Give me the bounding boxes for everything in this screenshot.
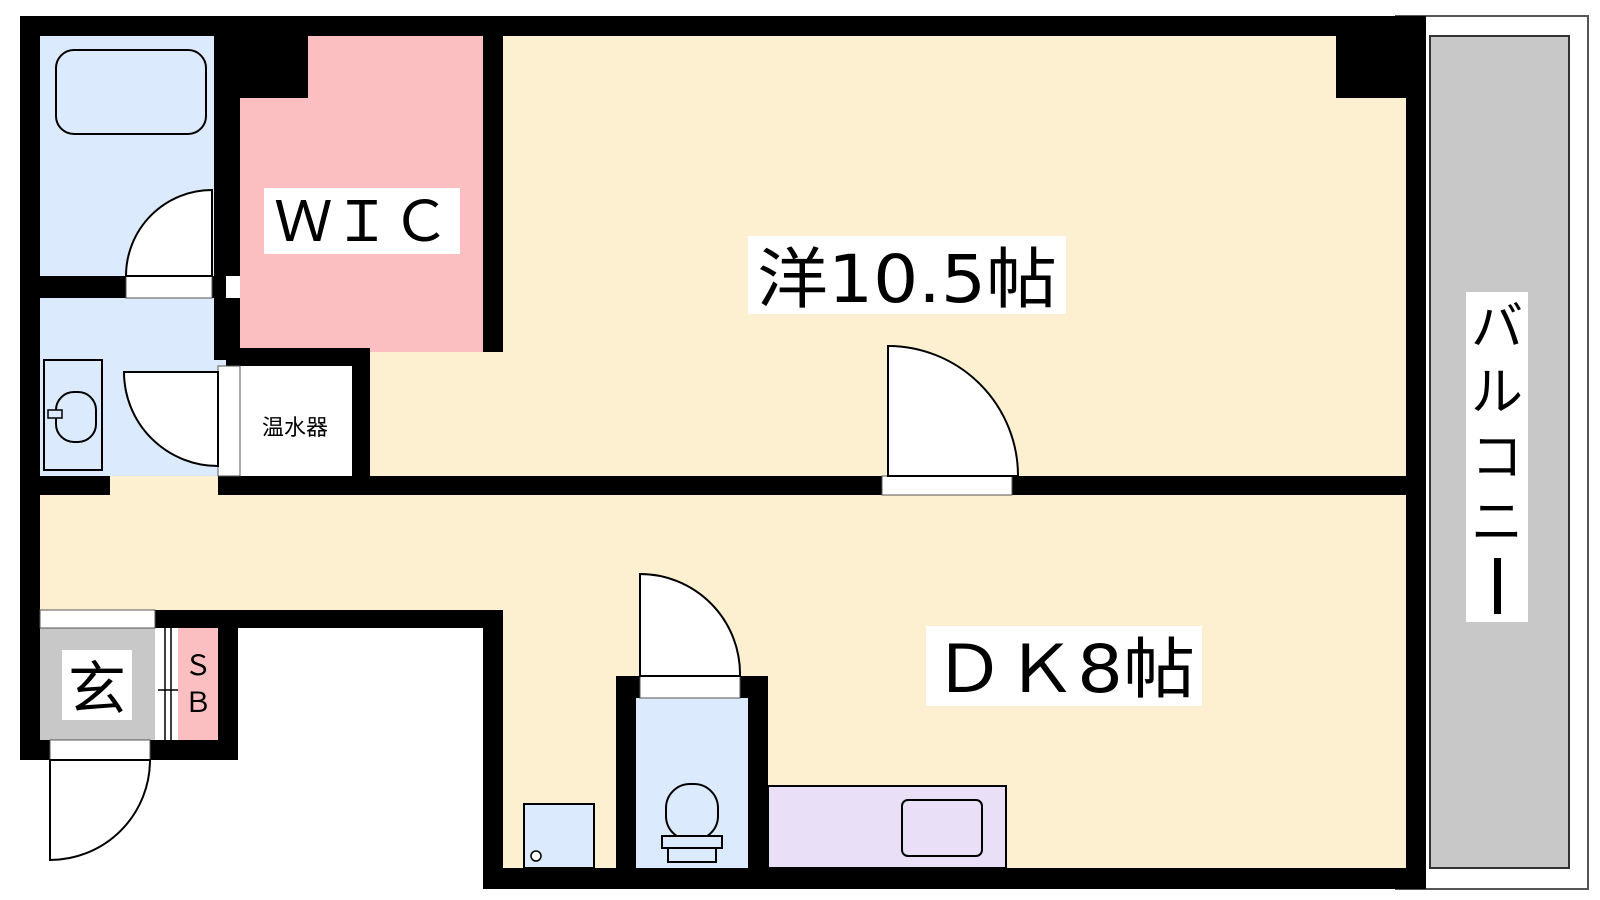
wash-basin (43, 359, 103, 471)
washroom-door (122, 371, 219, 468)
fridge-space (523, 803, 595, 869)
western-room-label: 洋10.5帖 (757, 241, 1057, 318)
western-room-notch (370, 348, 510, 476)
svg-text:ル: ル (1471, 363, 1523, 423)
entrance-door (49, 759, 152, 862)
toilet-door (639, 572, 742, 677)
svg-text:ニ: ニ (1471, 493, 1523, 553)
shoe-box (178, 628, 218, 740)
svg-text:コ: コ (1471, 428, 1523, 488)
water-heater-label: 温水器 (262, 416, 328, 441)
dk-room-label: ＤＫ8帖 (933, 631, 1195, 708)
doors (49, 188, 1020, 862)
bathroom-door (124, 188, 213, 277)
toilet-fixture (661, 783, 723, 863)
hall-passage (110, 476, 218, 498)
shoe-box-label-b: Ｂ (184, 686, 212, 719)
balcony-label: バ ル コ ニ ー (1471, 298, 1523, 614)
entrance-label: 玄 (68, 655, 126, 723)
shoe-box-label-s: Ｓ (184, 649, 212, 682)
kitchen-counter (767, 785, 1007, 869)
western-room-door (887, 344, 1020, 477)
bathtub (55, 49, 207, 135)
wic-label: ＷＩＣ (274, 190, 450, 255)
svg-text:バ: バ (1471, 298, 1523, 358)
shoe-box-sliding-doors (158, 628, 178, 740)
balcony (1395, 15, 1589, 890)
